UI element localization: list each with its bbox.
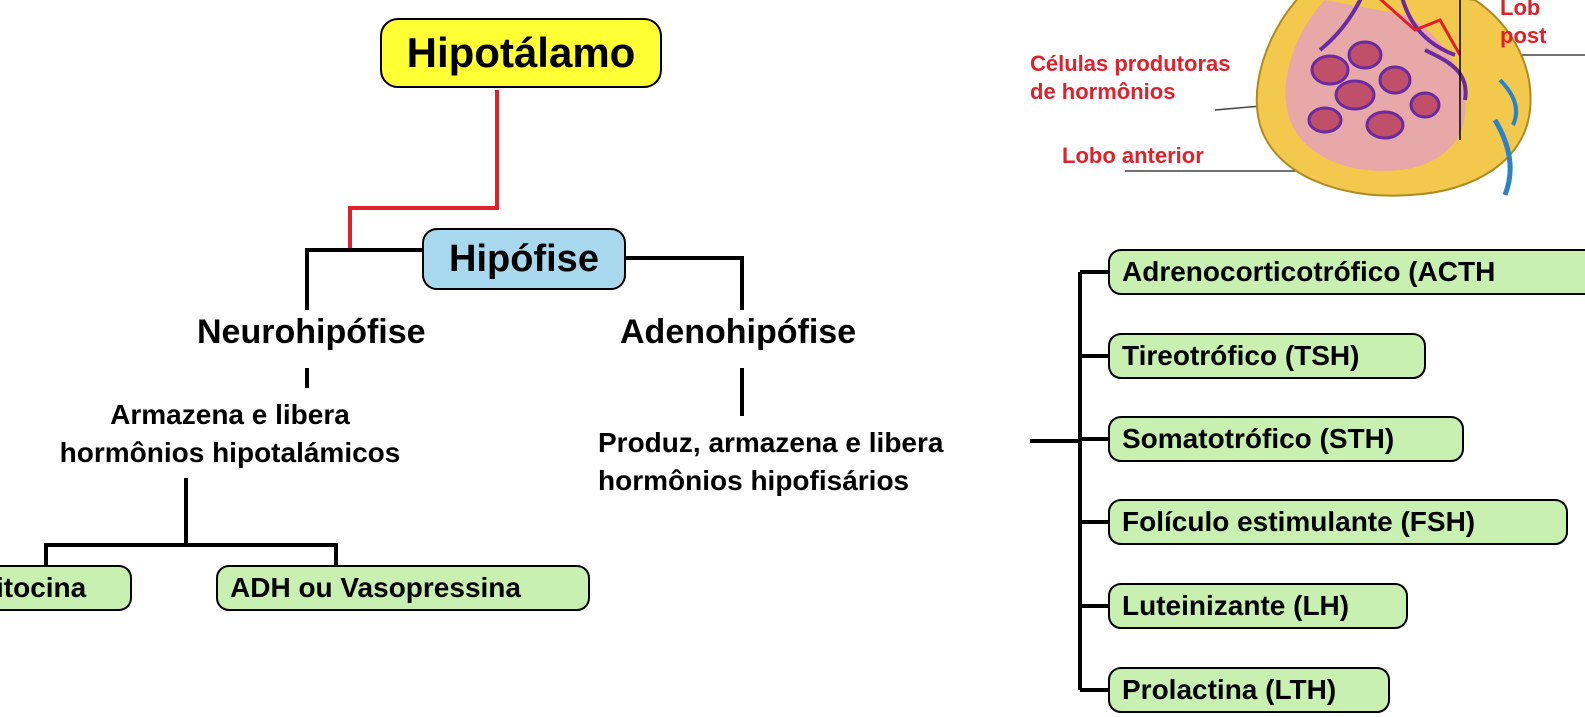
connector-root-to-hipofise xyxy=(348,90,499,250)
annotation-cells-line1: Células produtoras xyxy=(1030,51,1231,76)
annotation-anterior: Lobo anterior xyxy=(1062,143,1204,168)
node-neuro-hormone-adh: ADH ou Vasopressina xyxy=(216,565,590,611)
annotation-cells: Células produtoras de hormônios xyxy=(1030,50,1230,106)
pituitary-illustration xyxy=(1255,0,1532,197)
node-hipofise: Hipófise xyxy=(422,228,626,290)
node-adeno-hormone-fsh: Folículo estimulante (FSH) xyxy=(1108,499,1568,545)
label-adeno-function-line1: Produz, armazena e libera xyxy=(598,427,944,458)
annotation-posterior: Lob post xyxy=(1500,0,1546,50)
node-adeno-hormone-lth: Prolactina (LTH) xyxy=(1108,667,1390,713)
node-hipotalamo: Hipotálamo xyxy=(380,18,662,88)
annotation-posterior-line1: Lob xyxy=(1500,0,1541,20)
label-neurohipofise: Neurohipófise xyxy=(197,313,426,351)
connector-hipofise-to-adeno xyxy=(626,256,744,310)
label-adeno-function-line2: hormônios hipofisários xyxy=(598,465,910,496)
label-adenohipofise: Adenohipófise xyxy=(620,313,857,351)
node-adeno-hormone-acth: Adrenocorticotrófico (ACTH xyxy=(1108,249,1585,295)
label-adeno-function: Produz, armazena e libera hormônios hipo… xyxy=(598,424,943,500)
node-adeno-hormone-lh: Luteinizante (LH) xyxy=(1108,583,1408,629)
node-adeno-hormone-tsh: Tireotrófico (TSH) xyxy=(1108,333,1426,379)
label-neuro-function-line1: Armazena e libera xyxy=(110,399,350,430)
annotation-cells-line2: de hormônios xyxy=(1030,79,1176,104)
connector-hipofise-to-neuro xyxy=(305,248,422,310)
node-adeno-hormone-sth: Somatotrófico (STH) xyxy=(1108,416,1464,462)
node-neuro-hormone-ocitocina: itocina xyxy=(0,565,132,611)
annotation-posterior-line2: post xyxy=(1500,23,1547,48)
connector-neuro-hormones-bar xyxy=(44,543,338,568)
label-neuro-function: Armazena e libera hormônios hipotalámico… xyxy=(20,396,440,472)
label-neuro-function-line2: hormônios hipotalámicos xyxy=(59,437,401,468)
